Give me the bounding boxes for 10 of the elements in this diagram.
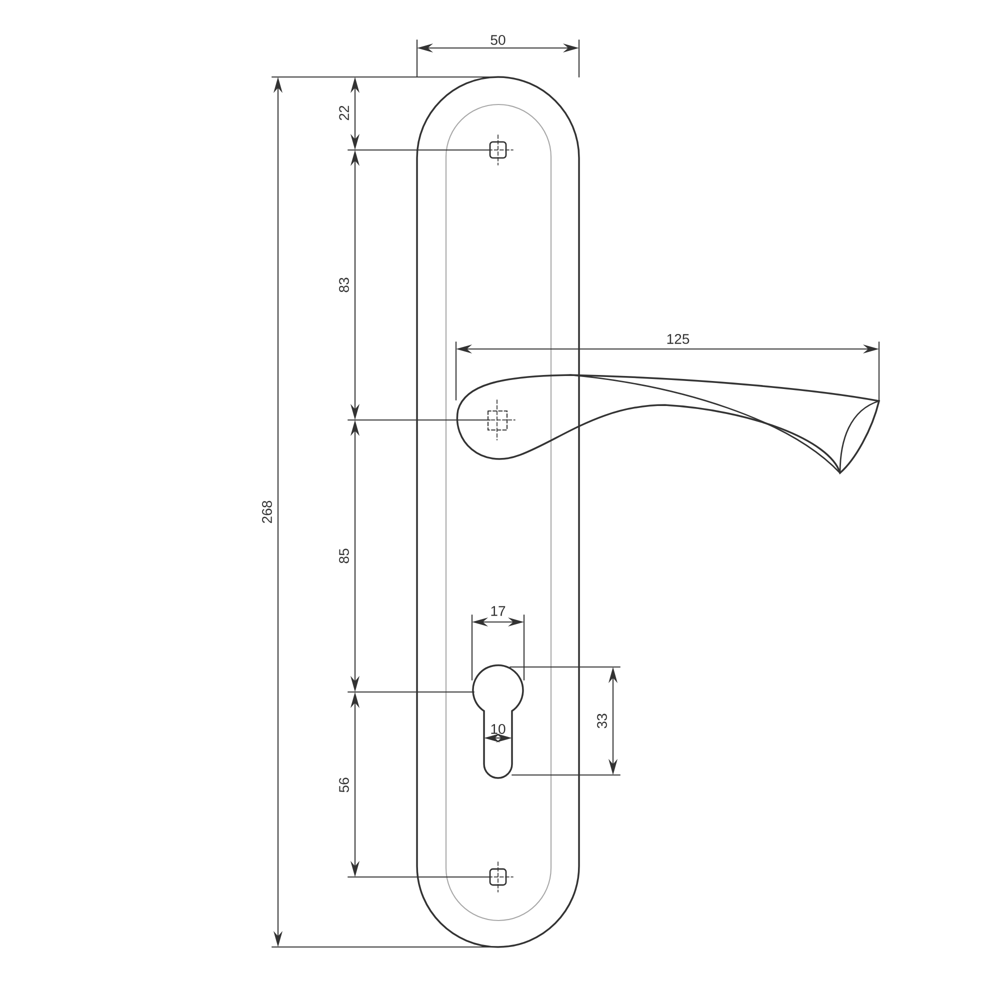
dimension-label: 83	[339, 278, 349, 292]
dimension-label: 33	[597, 714, 607, 728]
dimension-label: 56	[339, 778, 349, 792]
dimension-label: 50	[490, 35, 506, 45]
dimension-label: 10	[491, 724, 506, 734]
dimension-label: 17	[491, 606, 506, 616]
dimension-label: 268	[262, 500, 272, 523]
dimension-label: 85	[339, 548, 349, 564]
dimension-label: 125	[667, 334, 690, 344]
dimension-label: 22	[339, 106, 349, 120]
